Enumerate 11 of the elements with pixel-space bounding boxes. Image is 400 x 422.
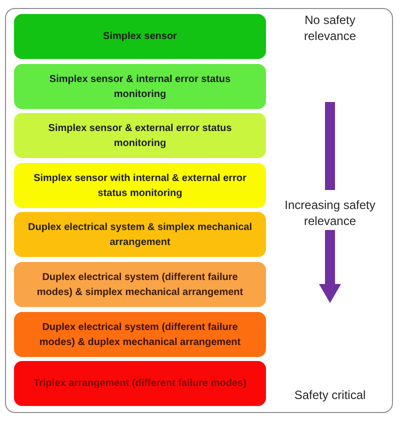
level-box: Triplex arrangement (different failure modes): [14, 361, 266, 406]
scale-label: Increasing safety relevance: [284, 197, 376, 230]
level-box: Simplex sensor & internal error status monitoring: [14, 64, 266, 109]
level-box: Duplex electrical system & simplex mechanical arrangement: [14, 212, 266, 257]
scale-label: No safety relevance: [302, 12, 358, 44]
scale-label: Safety critical: [293, 387, 367, 404]
level-box: Simplex sensor with internal & external error status monitoring: [14, 163, 266, 208]
level-box: Duplex electrical system (different failure modes) & duplex mechanical arrangement: [14, 312, 266, 357]
level-box: Simplex sensor & external error status monitoring: [14, 113, 266, 158]
level-box: Duplex electrical system (different failure modes) & simplex mechanical arrangement: [14, 262, 266, 307]
level-box: Simplex sensor: [14, 14, 266, 59]
